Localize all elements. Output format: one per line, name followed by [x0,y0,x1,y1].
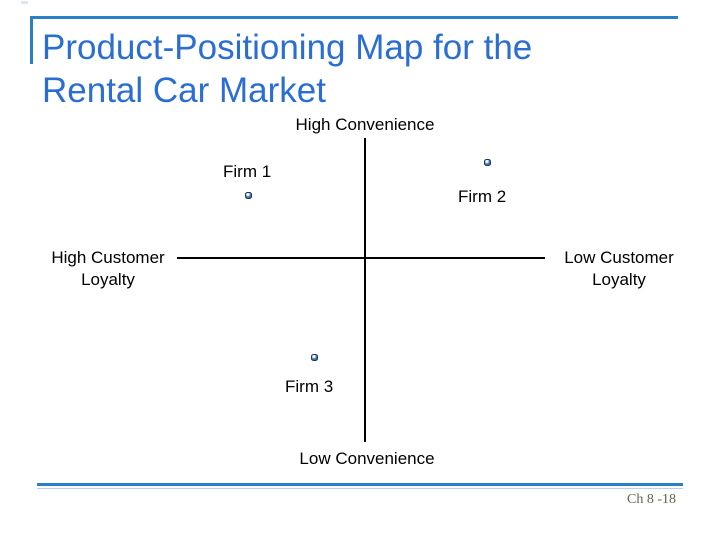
bottom-border-line [37,483,683,486]
horizontal-axis-line [177,257,545,259]
axis-label-low-customer-loyalty-line1: Low Customer [564,248,674,267]
firm-1-label: Firm 1 [223,162,272,181]
slide-title-line1: Product-Positioning Map for the [42,28,533,67]
axis-label-high-customer-loyalty-line2: Loyalty [81,270,135,289]
axis-label-low-customer-loyalty-line2: Loyalty [592,270,646,289]
slide-title-line2: Rental Car Market [42,71,326,110]
axis-label-high-customer-loyalty-line1: High Customer [51,248,165,267]
slide-page-number: Ch 8 -18 [627,492,676,507]
axis-label-low-convenience: Low Convenience [299,449,435,468]
firm-3-label: Firm 3 [285,377,334,396]
corner-artifact [21,1,28,4]
firm-2-label: Firm 2 [458,187,507,206]
axis-label-high-convenience: High Convenience [295,115,435,134]
title-accent-bar [30,16,33,64]
bottom-border-thin-line [37,488,683,489]
top-border-line [31,16,678,19]
vertical-axis-line [364,138,366,442]
firm-1-data-point [245,192,252,199]
firm-3-data-point [311,354,318,361]
firm-2-data-point [484,159,491,166]
